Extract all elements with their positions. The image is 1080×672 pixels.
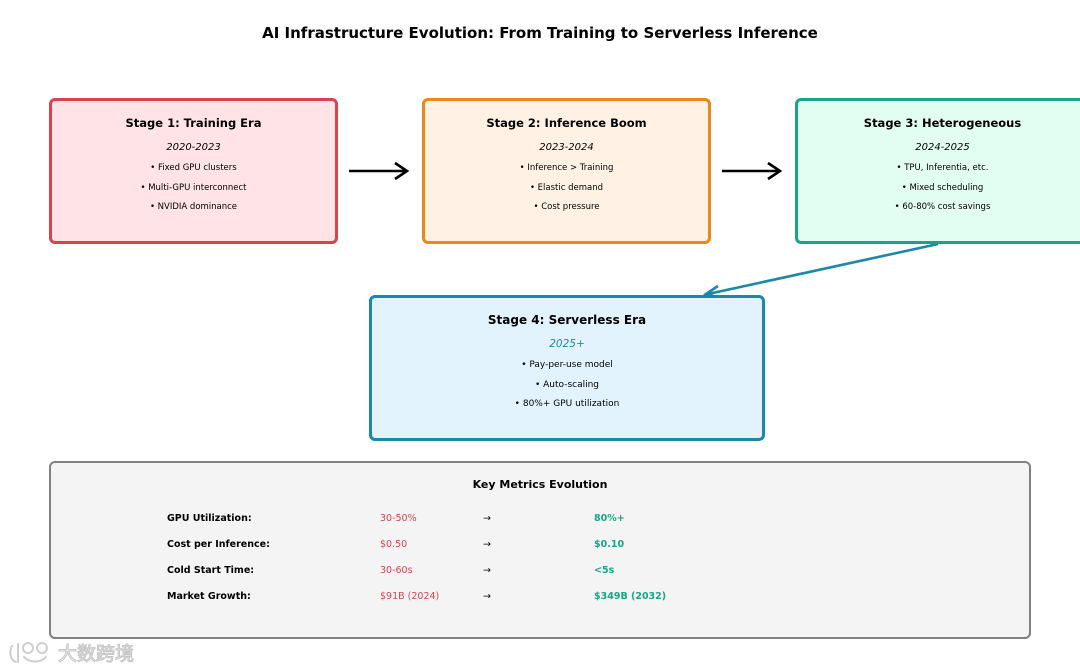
stage-bullet: • Fixed GPU clusters [150, 163, 237, 173]
stage-bullet: • Cost pressure [533, 202, 600, 213]
metric-row: Cold Start Time: 30-60s → <5s [51, 565, 1029, 581]
stage-title: Stage 2: Inference Boom [486, 116, 647, 130]
metric-arrow: → [483, 539, 491, 550]
metric-old-value: 30-50% [380, 513, 417, 524]
stage-bullet: • NVIDIA dominance [149, 202, 238, 213]
stage-4-box: Stage 4: Serverless Era 2025+ • Pay-per-… [369, 295, 765, 441]
stage-bullet: • Auto-scaling [534, 379, 600, 390]
stage-bullet: • TPU, Inferentia, etc. [896, 163, 989, 173]
stage-title: Stage 1: Training Era [125, 116, 262, 130]
metric-old-value: 30-60s [380, 565, 413, 576]
metric-row: Cost per Inference: $0.50 → $0.10 [51, 539, 1029, 555]
stage-bullet: • 80%+ GPU utilization [514, 399, 620, 410]
watermark-logo-icon: 大数跨境 [9, 642, 135, 666]
metric-new-value: $349B (2032) [594, 591, 667, 602]
stage-years: 2020-2023 [166, 142, 221, 153]
metric-label: Market Growth: [167, 591, 251, 602]
svg-text:大数跨境: 大数跨境 [58, 643, 134, 665]
diagram-title: AI Infrastructure Evolution: From Traini… [262, 24, 818, 42]
metric-row: GPU Utilization: 30-50% → 80%+ [51, 513, 1029, 529]
stage-bullet: • Pay-per-use model [521, 360, 613, 370]
stage-years: 2023-2024 [539, 142, 594, 153]
stage-title: Stage 3: Heterogeneous [863, 116, 1022, 130]
stage-bullet: • Elastic demand [529, 182, 604, 193]
metric-new-value: <5s [594, 565, 615, 576]
stage-bullet: • 60-80% cost savings [894, 202, 991, 213]
arrow-stage3-to-stage4 [702, 242, 939, 300]
stage-bullets: • Inference > Training • Elastic demand … [425, 159, 708, 218]
arrow-stage2-to-stage3 [722, 161, 783, 181]
stage-bullet: • Mixed scheduling [901, 182, 984, 193]
metric-label: Cost per Inference: [167, 539, 270, 550]
stage-bullets: • TPU, Inferentia, etc. • Mixed scheduli… [798, 159, 1080, 218]
stage-years: 2024-2025 [915, 142, 970, 153]
stage-title: Stage 4: Serverless Era [487, 313, 647, 327]
metric-arrow: → [483, 513, 491, 524]
stage-years: 2025+ [549, 338, 585, 350]
stage-1-box: Stage 1: Training Era 2020-2023 • Fixed … [49, 98, 338, 244]
arrow-stage1-to-stage2 [349, 161, 410, 181]
metric-row: Market Growth: $91B (2024) → $349B (2032… [51, 591, 1029, 607]
metric-old-value: $91B (2024) [380, 591, 440, 602]
stage-bullet: • Inference > Training [519, 163, 614, 173]
metric-new-value: 80%+ [594, 513, 625, 524]
metric-new-value: $0.10 [594, 539, 625, 550]
stage-bullet: • Multi-GPU interconnect [140, 182, 247, 193]
metric-label: Cold Start Time: [167, 565, 255, 576]
metric-arrow: → [483, 565, 491, 576]
stage-3-box: Stage 3: Heterogeneous 2024-2025 • TPU, … [795, 98, 1080, 244]
metric-arrow: → [483, 591, 491, 602]
metrics-title: Key Metrics Evolution [472, 478, 608, 491]
metric-label: GPU Utilization: [167, 513, 252, 524]
stage-bullets: • Pay-per-use model • Auto-scaling • 80%… [372, 356, 762, 415]
metrics-panel: Key Metrics Evolution GPU Utilization: 3… [49, 461, 1031, 639]
metric-old-value: $0.50 [380, 539, 408, 550]
stage-2-box: Stage 2: Inference Boom 2023-2024 • Infe… [422, 98, 711, 244]
stage-bullets: • Fixed GPU clusters • Multi-GPU interco… [52, 159, 335, 218]
